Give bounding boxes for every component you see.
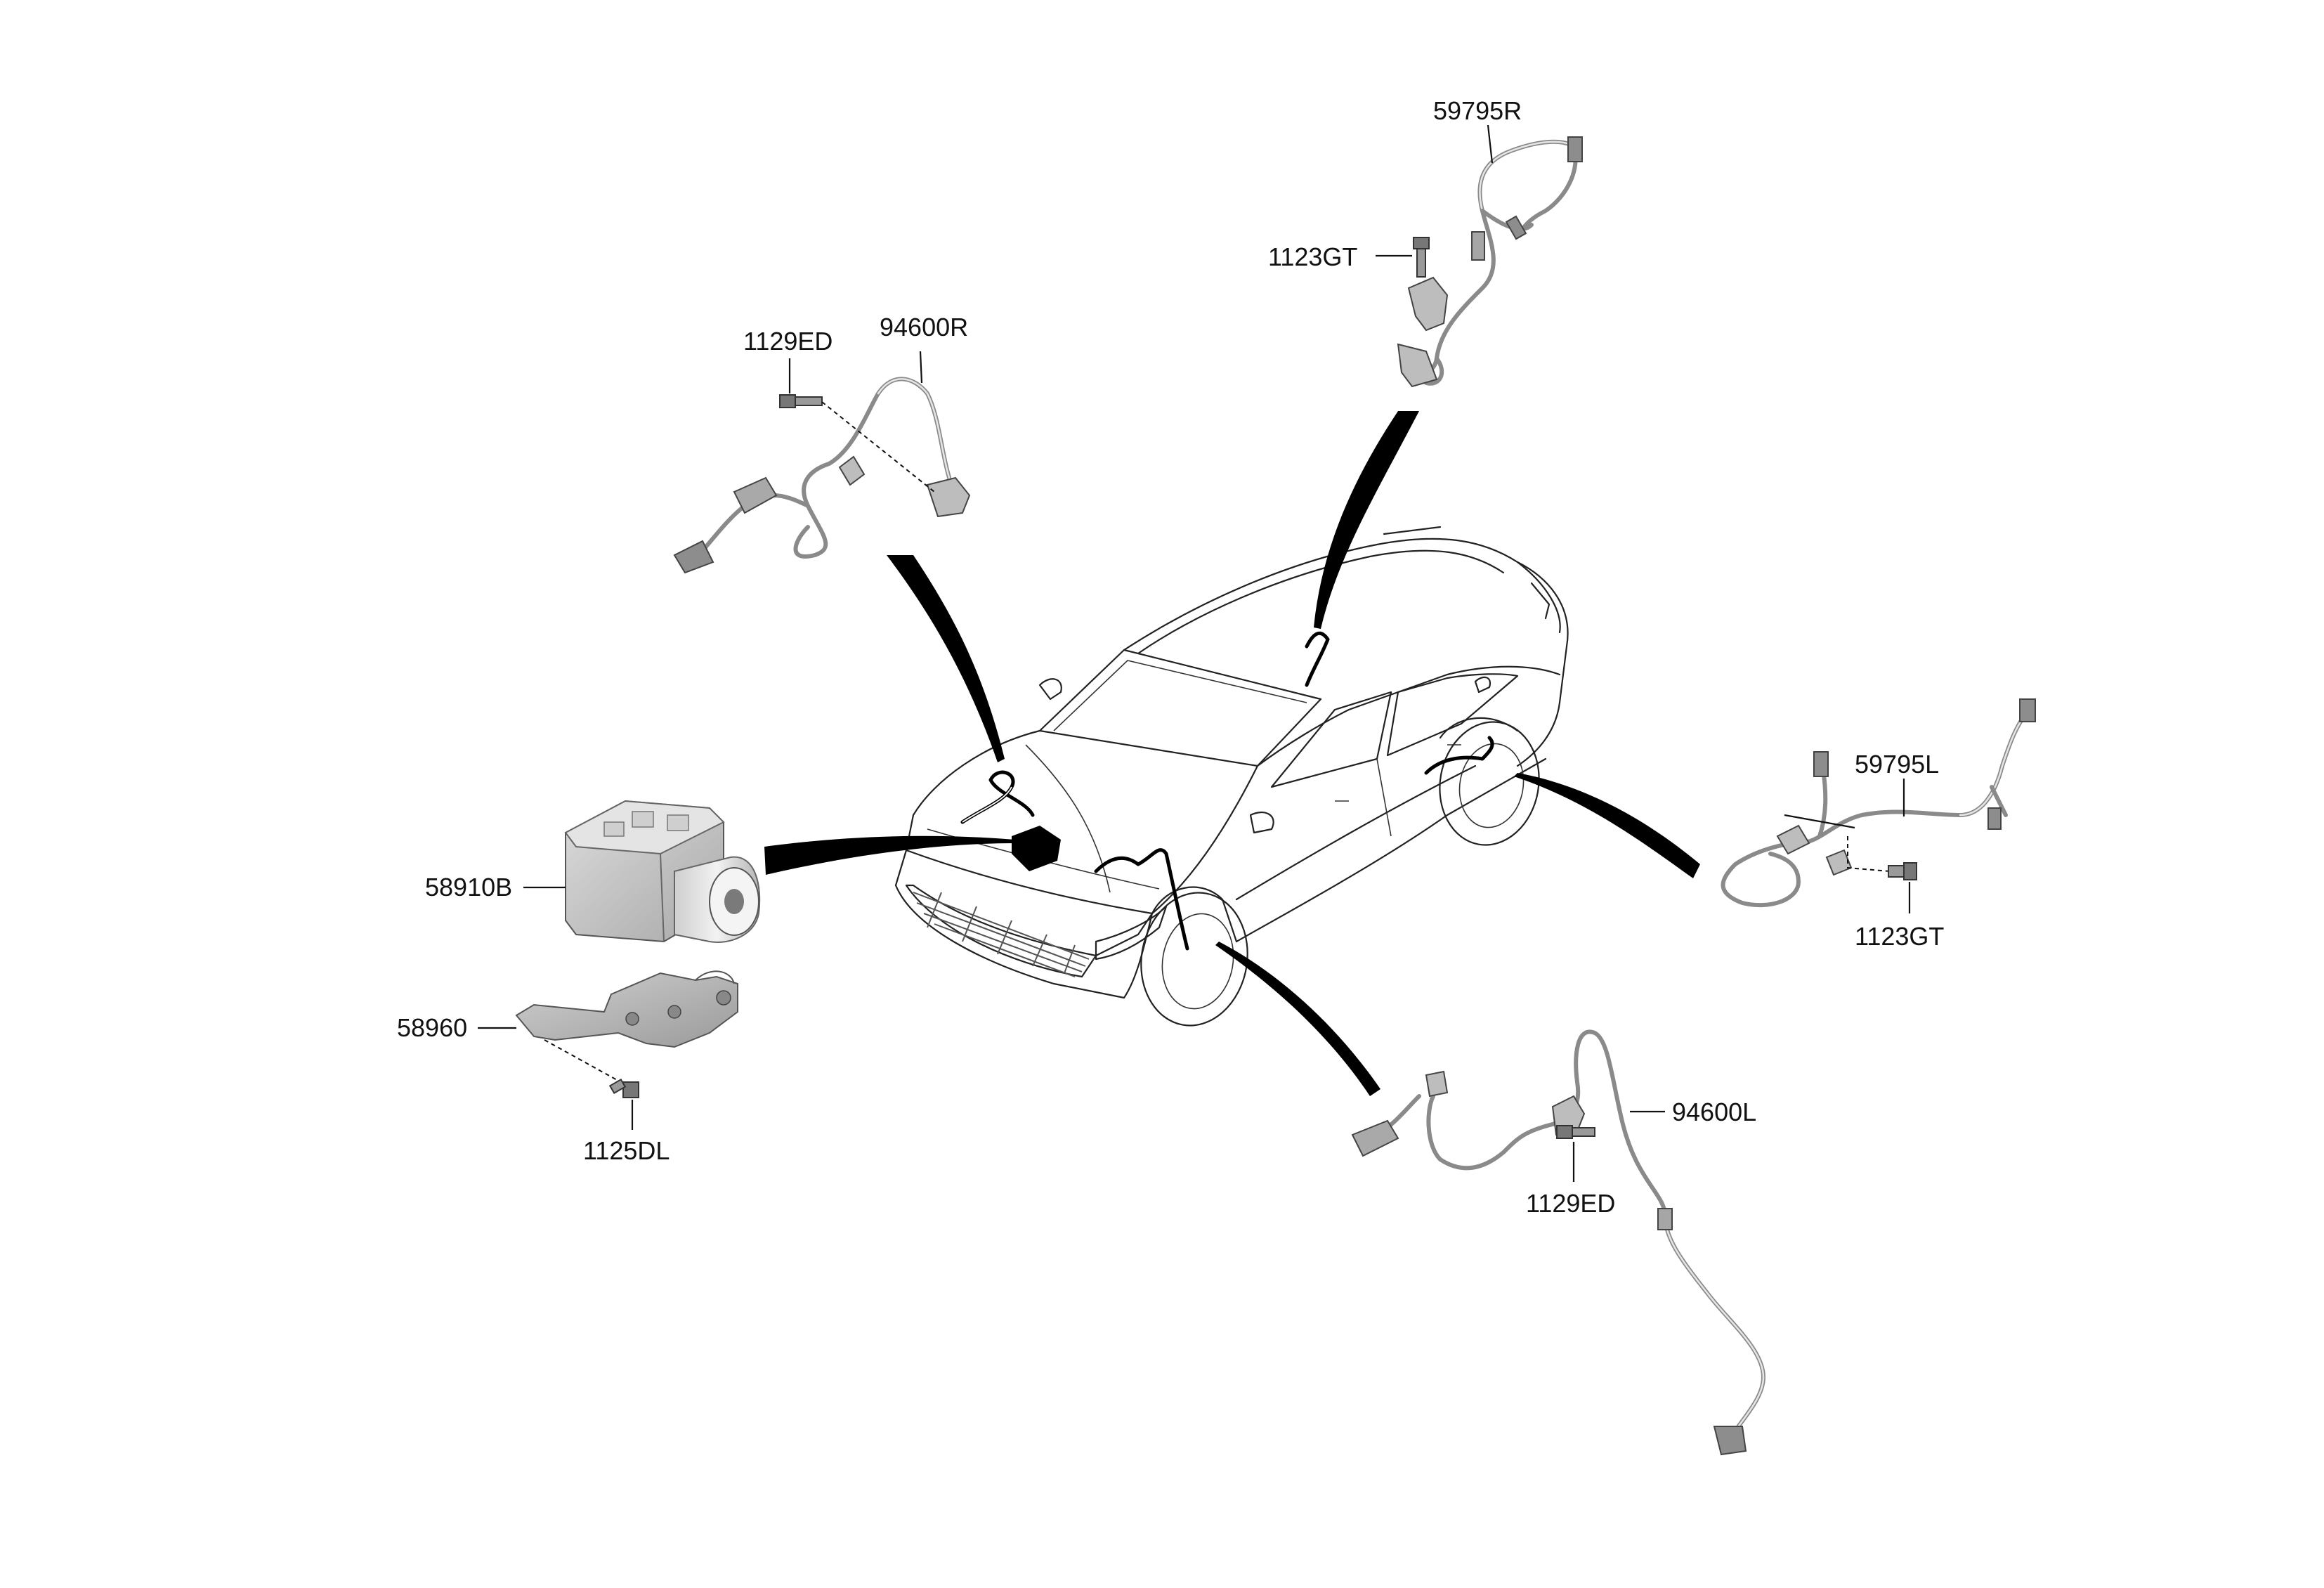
abs-mounting-bracket: [515, 970, 738, 1048]
harness-rear-right-on-car: [1305, 631, 1330, 687]
bolt-front-left-icon: [1556, 1125, 1595, 1139]
bolt-front-right-icon: [779, 394, 823, 408]
rear-right-wheel-sensor: [1397, 136, 1583, 388]
rear-left-wheel-sensor: [1721, 698, 2036, 908]
callout-wedge-rear-right: [1314, 411, 1419, 629]
callout-wedge-front-right: [887, 555, 1005, 762]
abs-unit-on-car: [1012, 826, 1061, 871]
callout-wedge-abs: [764, 835, 1015, 875]
label-1125DL: 1125DL: [583, 1136, 670, 1165]
label-1129ED-front-left: 1129ED: [1526, 1189, 1615, 1218]
label-94600R: 94600R: [880, 313, 968, 341]
harness-front-right: [960, 770, 1035, 824]
label-1129ED-front-right: 1129ED: [743, 327, 833, 356]
label-94600L: 94600L: [1672, 1098, 1756, 1126]
front-left-wheel-sensor: [1351, 1029, 1765, 1456]
harness-front-left: [1094, 848, 1189, 951]
callout-wedge-rear-left: [1514, 773, 1700, 878]
callout-wedge-front-left: [1215, 942, 1380, 1096]
bolt-rear-left-icon: [1888, 862, 1917, 880]
grille-pattern: [913, 892, 1090, 977]
label-58910B: 58910B: [425, 873, 512, 902]
front-right-wheel-sensor: [673, 377, 971, 574]
label-59795R: 59795R: [1433, 96, 1522, 125]
bolt-rear-right-icon: [1413, 237, 1430, 278]
vehicle-outline: [894, 526, 1569, 1027]
label-1123GT-rear-right: 1123GT: [1268, 242, 1357, 271]
bolt-bracket-icon: [608, 1078, 639, 1098]
label-1123GT-rear-left: 1123GT: [1855, 922, 1944, 951]
label-59795L: 59795L: [1855, 750, 1939, 779]
harness-rear-left-on-car: [1424, 736, 1494, 775]
abs-hydraulic-module: [564, 800, 761, 943]
label-58960: 58960: [397, 1013, 467, 1042]
